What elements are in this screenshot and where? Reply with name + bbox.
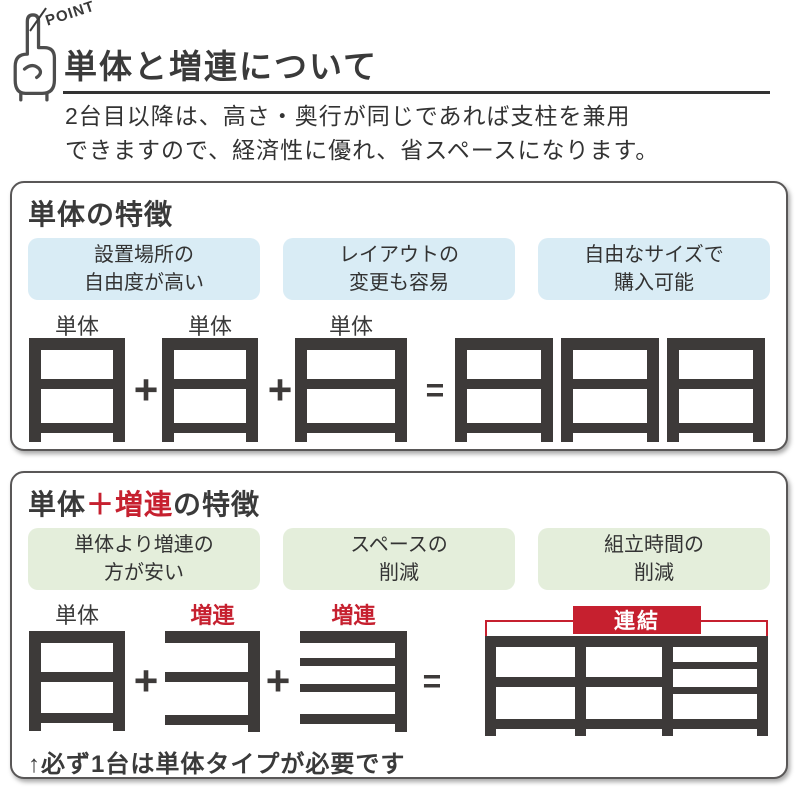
shelf-unit-single <box>295 338 407 442</box>
feature-text: 組立時間の <box>604 534 704 556</box>
shelf-unit-single <box>29 631 125 731</box>
feature-text: 変更も容易 <box>349 272 449 294</box>
pointing-hand-icon <box>4 10 60 102</box>
unit-label-single: 単体 <box>187 314 232 339</box>
point-label: POINT <box>43 0 97 30</box>
feature-text: 自由なサイズで <box>584 244 724 266</box>
shelf-unit-result <box>561 338 659 442</box>
title-underline <box>63 91 770 94</box>
page-description: 2台目以降は、高さ・奥行が同じであれば支柱を兼用 できますので、経済性に優れ、省… <box>65 99 659 167</box>
feature-text: 自由度が高い <box>84 272 204 294</box>
equals-operator: = <box>422 662 442 699</box>
feature-text: 方が安い <box>104 562 184 584</box>
unit-label-single: 単体 <box>54 603 99 628</box>
feature-text: 削減 <box>634 562 674 584</box>
shelf-unit-result <box>667 338 765 442</box>
title-single-part: 単体 <box>28 489 87 520</box>
feature-badge-placement: 設置場所の 自由度が高い <box>28 238 260 300</box>
requirement-note: ↑必ず1台は単体タイプが必要です <box>28 751 406 778</box>
feature-text: 単体より増連の <box>74 534 214 556</box>
plus-operator: + <box>265 657 291 704</box>
shelf-assembly-connected <box>485 636 768 736</box>
plus-operator: + <box>133 657 159 704</box>
description-line-1: 2台目以降は、高さ・奥行が同じであれば支柱を兼用 <box>65 103 631 129</box>
unit-label-addon: 増連 <box>331 603 376 628</box>
plus-operator: + <box>267 366 293 413</box>
panel-combo-title: 単体＋増連の特徴 <box>28 483 260 523</box>
title-suffix-part: の特徴 <box>173 489 261 520</box>
feature-text: レイアウトの <box>339 244 459 266</box>
unit-label-single: 単体 <box>54 314 99 339</box>
feature-text: 削減 <box>379 562 419 584</box>
feature-text: 購入可能 <box>614 272 694 294</box>
shelf-unit-single <box>162 338 258 442</box>
title-addon-part: ＋増連 <box>86 489 174 520</box>
shelf-unit-addon <box>300 631 407 732</box>
feature-text: スペースの <box>350 534 448 556</box>
unit-label-addon: 増連 <box>190 603 235 628</box>
description-line-2: できますので、経済性に優れ、省スペースになります。 <box>65 137 660 163</box>
feature-badge-space: スペースの 削減 <box>283 528 515 590</box>
shelf-unit-single <box>29 338 125 442</box>
panel-single-features: 単体の特徴 設置場所の 自由度が高い レイアウトの 変更も容易 自由なサイズで … <box>10 181 788 451</box>
feature-badge-size: 自由なサイズで 購入可能 <box>538 238 770 300</box>
plus-operator: + <box>133 366 159 413</box>
feature-text: 設置場所の <box>94 244 194 266</box>
page-title: 単体と増連について <box>64 48 379 85</box>
feature-badge-assembly: 組立時間の 削減 <box>538 528 770 590</box>
equals-operator: = <box>425 371 445 408</box>
connection-badge: 連結 <box>573 606 701 634</box>
unit-label-single: 単体 <box>328 314 373 339</box>
shelf-unit-result <box>455 338 553 442</box>
panel-combo-features: 単体＋増連の特徴 単体より増連の 方が安い スペースの 削減 組立時間の 削減 … <box>10 471 788 779</box>
shelf-unit-addon <box>165 631 260 732</box>
feature-badge-layout: レイアウトの 変更も容易 <box>283 238 515 300</box>
panel-single-title: 単体の特徴 <box>28 199 174 230</box>
feature-badge-price: 単体より増連の 方が安い <box>28 528 260 590</box>
